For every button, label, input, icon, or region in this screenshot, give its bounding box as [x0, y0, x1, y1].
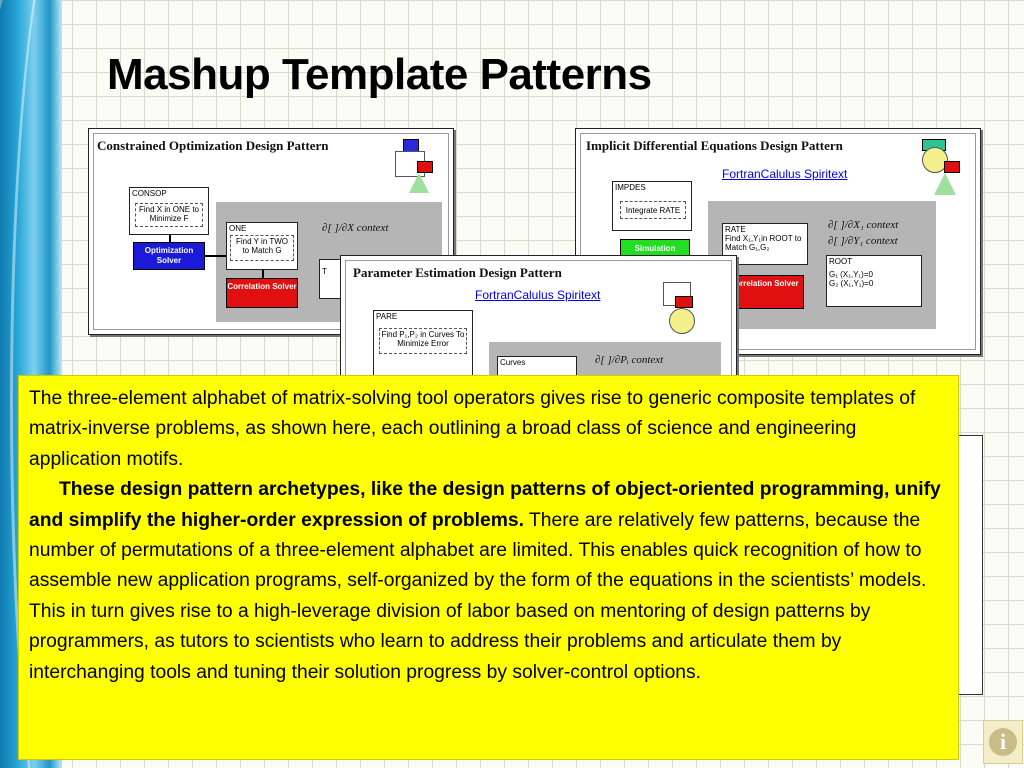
correlation-solver: Correlation Solver: [226, 278, 298, 308]
info-button[interactable]: i: [983, 720, 1023, 764]
context-label: ∂[ ]/∂X context: [322, 222, 389, 234]
partially-hidden-diagram-frame: [955, 435, 983, 695]
connector: [169, 235, 171, 242]
tool-stack-icon: [922, 139, 972, 197]
page-title: Mashup Template Patterns: [107, 50, 652, 99]
context-label-y: ∂[ ]/∂Y₁ context: [828, 235, 898, 247]
diagram-title: Parameter Estimation Design Pattern: [353, 265, 562, 280]
implicit-differential-equations-diagram: Implicit Differential Equations Design P…: [575, 128, 981, 355]
correlation-solver: Correlation Solver: [724, 275, 804, 309]
optimization-solver: Optimization Solver: [133, 242, 205, 270]
impdes-objective: Integrate RATE: [620, 201, 686, 219]
pare-label: PARE: [376, 312, 398, 321]
parameter-estimation-diagram: Parameter Estimation Design Pattern Fort…: [340, 255, 737, 387]
context-label: ∂[ ]/∂Pᵢ context: [595, 354, 664, 366]
root-equation-2: G₂ (X₁,Y₁)=0: [829, 279, 874, 288]
description-emphasis: These design pattern archetypes, like th…: [29, 479, 941, 531]
two-label: T: [322, 267, 327, 276]
description-textbox: The three-element alphabet of matrix-sol…: [18, 375, 959, 760]
consop-objective: Find X in ONE to Minimize F: [135, 203, 203, 227]
rate-objective: Find X₁,Y₁in ROOT to Match G₁,G₂: [725, 234, 802, 252]
connector: [205, 255, 226, 257]
diagram-title: Constrained Optimization Design Pattern: [97, 138, 329, 153]
root-equation-1: G₁ (X₁,Y₁)=0: [829, 270, 873, 279]
info-icon: i: [989, 728, 1017, 756]
fortrancalculus-link[interactable]: FortranCalulus Spiritext: [722, 167, 848, 181]
tool-stack-icon: [661, 282, 701, 338]
diagram-frame: [580, 133, 976, 350]
impdes-label: IMPDES: [615, 183, 646, 192]
root-box: ROOT G₁ (X₁,Y₁)=0 G₂ (X₁,Y₁)=0: [826, 255, 922, 307]
one-label: ONE: [229, 224, 247, 233]
description-paragraph-2: These design pattern archetypes, like th…: [29, 475, 950, 688]
description-paragraph-2-body: There are relatively few patterns, becau…: [29, 509, 927, 683]
diagram-title: Implicit Differential Equations Design P…: [586, 138, 843, 153]
pare-objective: Find P₁,P₂ in Curves To Minimize Error: [379, 328, 467, 354]
context-label-x: ∂[ ]/∂X₁ context: [828, 219, 899, 231]
description-paragraph-1: The three-element alphabet of matrix-sol…: [29, 388, 916, 470]
tool-stack-icon: [395, 137, 440, 199]
curves-label: Curves: [500, 358, 526, 367]
consop-label: CONSOP: [132, 189, 167, 198]
one-objective: Find Y in TWO to Match G: [230, 235, 294, 261]
connector: [262, 270, 264, 278]
rate-label: RATE: [725, 225, 746, 234]
root-label: ROOT: [829, 257, 853, 266]
diagram-frame: [93, 133, 449, 330]
fortrancalculus-link[interactable]: FortranCalulus Spiritext: [475, 288, 601, 302]
